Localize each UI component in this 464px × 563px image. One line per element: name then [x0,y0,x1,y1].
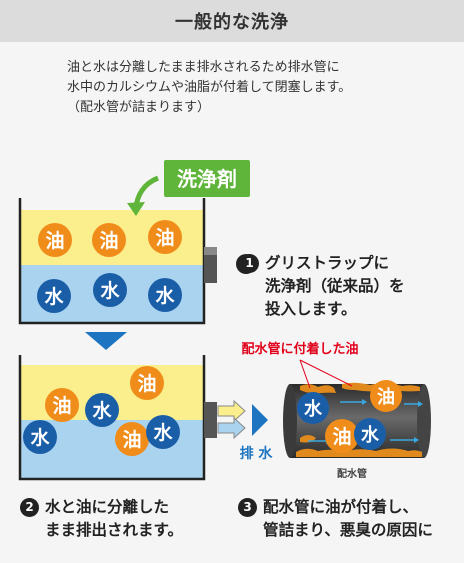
pipe-end [417,384,431,458]
water-badge-label: 水 [30,427,50,449]
step-text: まま排出されます。 [45,521,183,539]
water-badge-label: 水 [153,422,173,444]
step-text: 水と油に分離した [45,498,170,516]
oil-badge-label: 油 [137,373,156,395]
step-3: 3 配水管に油が付着し、 管詰まり、悪臭の原因に [238,496,433,542]
step-1: 1 グリストラップに 洗浄剤（従来品）を 投入します。 [240,252,405,321]
detergent-badge: 洗浄剤 [164,160,250,197]
water-badge-label: 水 [44,286,64,308]
flow-arrow [418,401,423,407]
water-badge: 水 [297,392,329,424]
drain-label: 排 水 [240,445,274,462]
step-text: 投入します。 [265,300,357,318]
water-badge: 水 [23,420,57,454]
detergent-label: 洗浄剤 [177,167,237,191]
oil-badge: 油 [148,220,182,254]
water-badge: 水 [93,273,127,307]
callout-line [299,359,353,387]
water-badge: 水 [85,393,119,427]
oil-badge-label: 油 [99,230,118,252]
water-badge-label: 水 [92,400,112,422]
oil-badge-label: 油 [155,227,174,249]
water-badge: 水 [37,279,71,313]
step-number: 2 [20,498,39,517]
oil-badge: 油 [325,419,359,453]
oil-deposit [296,448,422,457]
intro-line: 水中のカルシウムや油脂が付着して閉塞します。 [67,80,352,95]
title-bar: 一般的な洗浄 [0,0,464,42]
oil-badge: 油 [370,380,402,412]
pipe-callout: 配水管に付着した油 [241,341,358,357]
pipe-end [283,384,297,458]
tank-outlet [204,247,217,283]
water-badge: 水 [148,278,182,312]
oil-badge: 油 [115,422,149,456]
oil-badge-label: 油 [332,426,351,448]
water-badge-label: 水 [304,398,323,420]
oil-badge: 油 [38,223,72,257]
tank-outlet [204,402,217,438]
down-arrow-icon [85,332,127,350]
oil-badge-label: 油 [52,395,71,417]
right-arrow-icon [252,404,268,436]
water-badge: 水 [354,418,386,450]
step-text: 管詰まり、悪臭の原因に [263,521,433,539]
oil-badge-label: 油 [45,230,64,252]
page-title: 一般的な洗浄 [175,12,289,33]
oil-badge-label: 油 [122,429,141,451]
pipe-caption: 配水管 [337,467,367,480]
oil-badge: 油 [45,388,79,422]
flow-arrow [414,437,419,443]
intro-line: （配水管が詰まります） [67,100,211,115]
water-badge: 水 [146,415,180,449]
detergent-badge-box [164,160,250,197]
oil-badge: 油 [92,223,126,257]
step-text: 洗浄剤（従来品）を [265,277,405,295]
step-number: 1 [240,254,259,273]
water-outflow-arrow [217,416,246,440]
step-text: 配水管に油が付着し、 [263,498,419,516]
water-badge-label: 水 [361,424,380,446]
intro-text: 油と水は分離したまま排水されるため排水管に 水中のカルシウムや油脂が付着して閉塞… [67,58,427,118]
flow-arrow [362,399,367,405]
step-2: 2 水と油に分離した まま排出されます。 [20,496,183,542]
step-text: グリストラップに [265,254,390,272]
oil-outflow-arrow [217,399,246,423]
water-badge-label: 水 [155,285,175,307]
oil-badge-label: 油 [377,386,395,408]
detergent-arrow-head [127,202,145,216]
tank-outlet-highlight [204,247,217,255]
water-badge-label: 水 [100,280,120,302]
oil-badge: 油 [130,366,164,400]
tank-2 [18,355,217,481]
intro-line: 油と水は分離したまま排水されるため排水管に [67,60,340,75]
step-number: 3 [238,498,257,517]
callout-line [299,359,311,389]
